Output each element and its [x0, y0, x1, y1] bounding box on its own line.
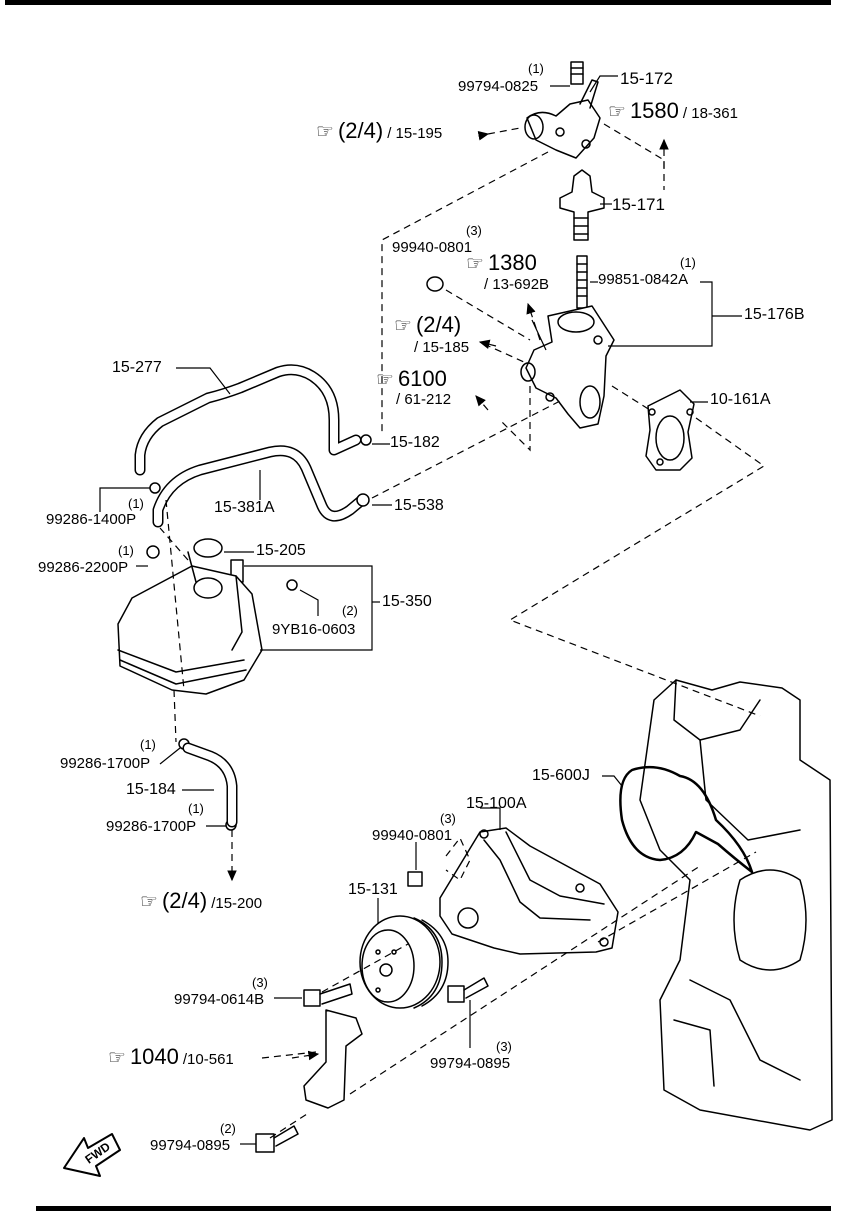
- label-99794-0614B: 99794-0614B: [174, 991, 265, 1008]
- o-ring: [426, 276, 444, 292]
- label-15-182: 15-182: [390, 434, 440, 451]
- label-15-600J: 15-600J: [532, 767, 590, 784]
- ref-2-4-15-200: ☞ (2/4) /15-200: [140, 888, 263, 913]
- label-99286-1700P-b: 99286-1700P: [106, 818, 197, 835]
- pointing-hand-icon: ☞: [394, 315, 412, 337]
- bolt-99794-0895b: [255, 1125, 299, 1153]
- qty-99794-0614B: (3): [252, 975, 268, 990]
- ref-61-212-sub: / 61-212: [396, 391, 452, 408]
- pointing-hand-icon: ☞: [108, 1047, 126, 1069]
- clamp: [360, 434, 372, 446]
- ref-1380-sub: / 13-692B: [484, 276, 550, 293]
- label-99794-0895-a: 99794-0895: [430, 1055, 511, 1072]
- label-15-176B: 15-176B: [744, 306, 805, 323]
- ref-2-4-15-185: ☞ (2/4): [394, 312, 462, 337]
- ref-1040-10-561: ☞ 1040 /10-561: [108, 1044, 234, 1069]
- pointing-hand-icon: ☞: [466, 253, 484, 275]
- ref-6100-61-212: ☞ 6100: [376, 366, 447, 391]
- water-outlet-housing: [520, 305, 615, 429]
- qty-99286-1700P-b: (1): [188, 801, 204, 816]
- pulley: [359, 915, 449, 1009]
- label-99940-0801-b: 99940-0801: [372, 827, 453, 844]
- gasket-15-600J: [619, 765, 754, 874]
- label-9YB16-0603: 9YB16-0603: [272, 621, 356, 638]
- qty-99286-2200P: (1): [118, 543, 134, 558]
- coolant-reservoir: [117, 551, 263, 695]
- thermostat: [559, 169, 605, 241]
- pointing-hand-icon: ☞: [316, 121, 334, 143]
- engine-block: [639, 679, 833, 1131]
- stud-bolt: [576, 255, 588, 309]
- qty-99940-0801-a: (3): [466, 223, 482, 238]
- qty-99794-0895-a: (3): [496, 1039, 512, 1054]
- clamp: [356, 493, 370, 507]
- label-99851-0842A: 99851-0842A: [598, 271, 689, 288]
- pointing-hand-icon: ☞: [376, 369, 394, 391]
- pointing-hand-icon: ☞: [140, 891, 158, 913]
- label-99286-1400P: 99286-1400P: [46, 511, 137, 528]
- bolt: [286, 579, 298, 591]
- label-10-161A: 10-161A: [710, 391, 771, 408]
- ref-2-4-15-195: ☞ (2/4) / 15-195: [316, 118, 443, 143]
- label-15-350: 15-350: [382, 593, 432, 610]
- ref-1380-13-692B: ☞ 1380: [466, 250, 537, 275]
- water-pump: [439, 827, 619, 955]
- clamp: [149, 482, 161, 494]
- ref-1580-18-361: ☞ 1580 / 18-361: [608, 98, 738, 123]
- ref-15-185-sub: / 15-185: [414, 339, 470, 356]
- qty-99286-1700P-a: (1): [140, 737, 156, 752]
- bracket: [303, 1009, 363, 1109]
- label-15-381A: 15-381A: [214, 499, 275, 516]
- qty-99940-0801-b: (3): [440, 811, 456, 826]
- label-15-184: 15-184: [126, 781, 176, 798]
- label-15-538: 15-538: [394, 497, 444, 514]
- qty-9YB16-0603: (2): [342, 603, 358, 618]
- qty-99794-0825: (1): [528, 61, 544, 76]
- label-99286-1700P-a: 99286-1700P: [60, 755, 151, 772]
- label-99794-0895-b: 99794-0895: [150, 1137, 231, 1154]
- nut: [407, 871, 423, 887]
- label-99794-0825: 99794-0825: [458, 78, 539, 95]
- label-99286-2200P: 99286-2200P: [38, 559, 129, 576]
- top-border: [5, 0, 831, 5]
- label-15-171: 15-171: [612, 195, 665, 214]
- bolt-99794-0895a: [447, 977, 489, 1003]
- label-15-100A: 15-100A: [466, 795, 527, 812]
- label-15-172: 15-172: [620, 69, 673, 88]
- fwd-arrow: [63, 1133, 121, 1177]
- qty-99286-1400P: (1): [128, 496, 144, 511]
- bolt-99794-0614B: [303, 983, 353, 1007]
- label-15-277: 15-277: [112, 359, 162, 376]
- thermostat-cover: [524, 61, 601, 159]
- label-15-131: 15-131: [348, 881, 398, 898]
- label-99940-0801-a: 99940-0801: [392, 239, 473, 256]
- label-15-205: 15-205: [256, 542, 306, 559]
- qty-99851-0842A: (1): [680, 255, 696, 270]
- clamp: [146, 545, 160, 559]
- reservoir-cap: [193, 538, 223, 558]
- bottom-border: [36, 1206, 831, 1211]
- qty-99794-0895-b: (2): [220, 1121, 236, 1136]
- pointing-hand-icon: ☞: [608, 101, 626, 123]
- gasket: [645, 389, 695, 471]
